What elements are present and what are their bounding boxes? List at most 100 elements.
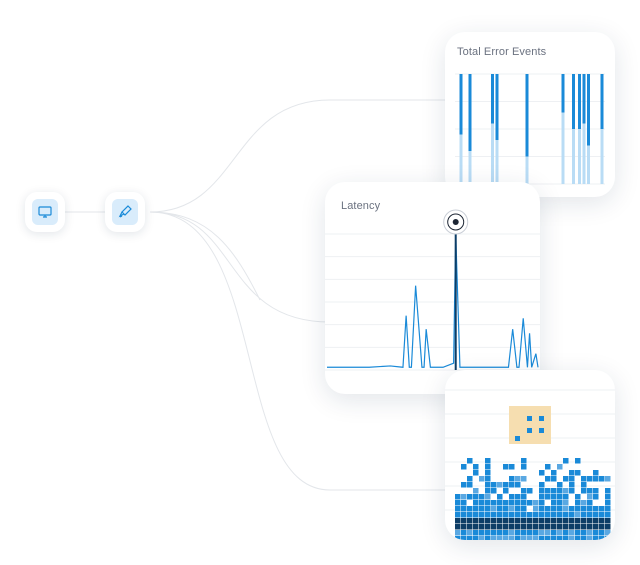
heatmap-cell bbox=[473, 506, 479, 512]
heatmap-cell bbox=[557, 506, 563, 512]
heatmap-cell bbox=[521, 494, 527, 500]
heatmap-cell bbox=[539, 512, 545, 518]
heatmap-cell bbox=[557, 524, 563, 530]
heatmap-cell bbox=[569, 470, 575, 476]
heatmap-cell bbox=[605, 518, 611, 524]
heatmap-cell bbox=[551, 506, 557, 512]
heatmap-cell bbox=[575, 470, 581, 476]
error-bar-tail-4 bbox=[525, 156, 529, 184]
heatmap-cell bbox=[599, 476, 605, 482]
heatmap-cell bbox=[473, 464, 479, 470]
heatmap-cell bbox=[515, 512, 521, 518]
heatmap-cell bbox=[467, 518, 473, 524]
latency-card[interactable]: Latency bbox=[325, 182, 540, 394]
heatmap-cell bbox=[521, 512, 527, 518]
heatmap-cell bbox=[521, 500, 527, 506]
heatmap-card[interactable] bbox=[445, 370, 615, 540]
heatmap-cell bbox=[509, 524, 515, 530]
heatmap-cell bbox=[593, 470, 599, 476]
heatmap-cell bbox=[491, 488, 497, 494]
heatmap-cell bbox=[593, 476, 599, 482]
heatmap-cell bbox=[581, 500, 587, 506]
heatmap-cell bbox=[587, 488, 593, 494]
heatmap-cell bbox=[563, 476, 569, 482]
heatmap-cell bbox=[521, 506, 527, 512]
heatmap-cell bbox=[521, 464, 527, 470]
error-bar-tail-2 bbox=[491, 123, 494, 184]
heatmap-cell bbox=[575, 512, 581, 518]
heatmap-cell bbox=[533, 530, 539, 536]
heatmap-cell bbox=[509, 530, 515, 536]
heatmap-cell bbox=[557, 488, 563, 494]
heatmap-cell bbox=[461, 500, 467, 506]
heatmap-cell bbox=[533, 518, 539, 524]
heatmap-cell bbox=[467, 524, 473, 530]
heatmap-cell bbox=[461, 530, 467, 536]
heatmap-cell bbox=[533, 524, 539, 530]
heatmap-cell bbox=[485, 518, 491, 524]
heatmap-cell bbox=[527, 536, 533, 540]
heatmap-cell bbox=[563, 500, 569, 506]
heatmap-cell bbox=[455, 530, 461, 536]
heatmap-cell bbox=[533, 512, 539, 518]
heatmap-cell bbox=[545, 530, 551, 536]
heatmap-cell bbox=[503, 464, 509, 470]
heatmap-cell bbox=[581, 536, 587, 540]
heatmap-cell bbox=[491, 512, 497, 518]
heatmap-cell bbox=[563, 506, 569, 512]
brush-node[interactable] bbox=[105, 192, 145, 232]
error-bar-4 bbox=[525, 74, 529, 157]
heatmap-cell bbox=[557, 500, 563, 506]
heatmap-cell bbox=[563, 512, 569, 518]
heatmap-cell bbox=[545, 494, 551, 500]
heatmap-cell bbox=[569, 506, 575, 512]
monitor-icon bbox=[32, 199, 58, 225]
heatmap-cell bbox=[605, 536, 611, 540]
heatmap-cell bbox=[473, 500, 479, 506]
heatmap-cell bbox=[563, 536, 569, 540]
heatmap-cell bbox=[527, 488, 533, 494]
heatmap-cell bbox=[563, 488, 569, 494]
heatmap-cell bbox=[515, 494, 521, 500]
heatmap-cell bbox=[467, 506, 473, 512]
error-bar-6 bbox=[572, 74, 575, 129]
error-bar-tail-0 bbox=[459, 134, 463, 184]
heatmap-cell bbox=[557, 512, 563, 518]
heatmap-cell bbox=[581, 488, 587, 494]
heatmap-cell bbox=[491, 518, 497, 524]
heatmap-cell bbox=[551, 488, 557, 494]
heatmap-cell bbox=[503, 500, 509, 506]
heatmap-cell bbox=[539, 530, 545, 536]
heatmap-cell bbox=[551, 500, 557, 506]
heatmap-cell bbox=[467, 476, 473, 482]
heatmap-cell bbox=[503, 512, 509, 518]
heatmap-cell bbox=[485, 458, 491, 464]
heatmap-cell bbox=[563, 458, 569, 464]
heatmap-cell bbox=[473, 470, 479, 476]
heatmap-cell bbox=[557, 518, 563, 524]
heatmap-cell bbox=[497, 506, 503, 512]
heatmap-cell bbox=[509, 464, 515, 470]
heatmap-cell bbox=[521, 476, 527, 482]
heatmap-cell bbox=[545, 488, 551, 494]
heatmap-cell bbox=[491, 524, 497, 530]
total-error-events-card[interactable]: Total Error Events bbox=[445, 32, 615, 197]
heatmap-cell bbox=[527, 500, 533, 506]
heatmap-cell bbox=[479, 518, 485, 524]
heatmap-cell bbox=[461, 464, 467, 470]
latency-line bbox=[327, 233, 539, 368]
monitor-node[interactable] bbox=[25, 192, 65, 232]
heatmap-cell bbox=[593, 524, 599, 530]
brush-icon bbox=[112, 199, 138, 225]
error-bar-tail-1 bbox=[468, 151, 472, 184]
heatmap-cell bbox=[557, 494, 563, 500]
selection-cell-4 bbox=[515, 436, 520, 441]
heatmap-cell bbox=[521, 530, 527, 536]
error-bar-9 bbox=[587, 74, 590, 146]
error-bar-10 bbox=[600, 74, 604, 129]
heatmap-cell bbox=[539, 482, 545, 488]
heatmap-cell bbox=[455, 494, 461, 500]
heatmap-cell bbox=[503, 482, 509, 488]
heatmap-cell bbox=[581, 518, 587, 524]
heatmap-cell bbox=[461, 518, 467, 524]
